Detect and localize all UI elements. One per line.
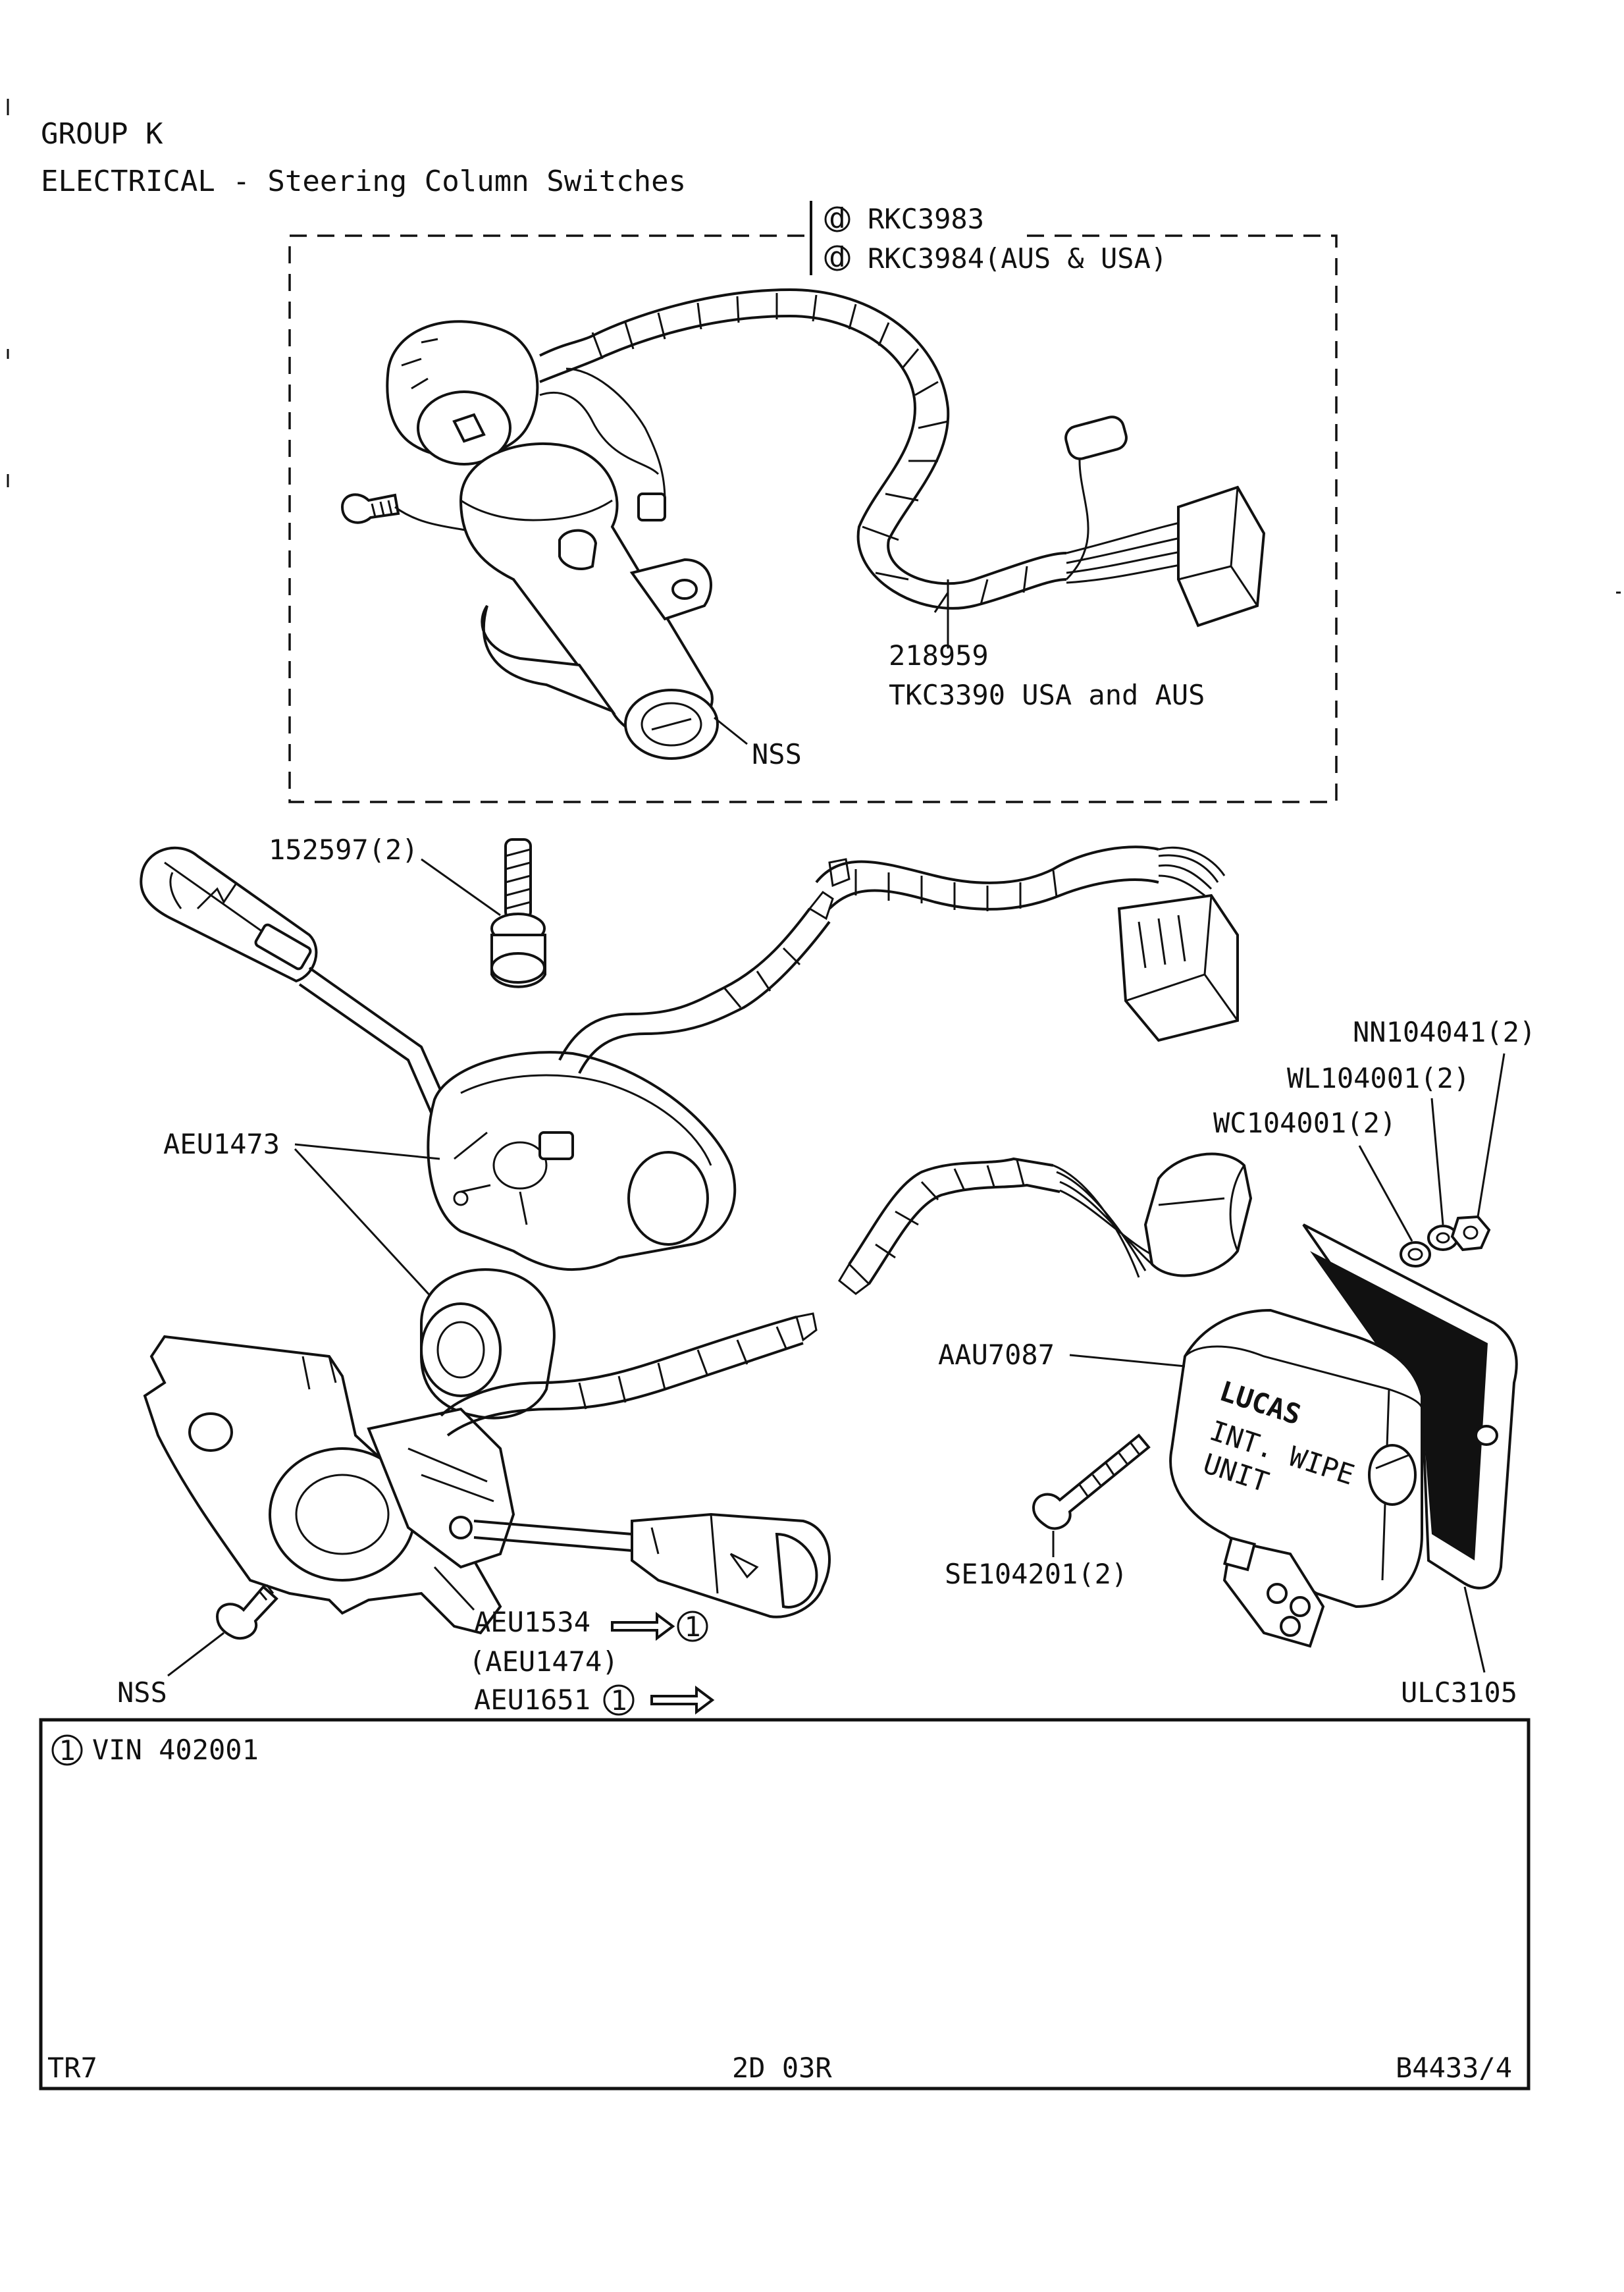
kit-aus-callout: d RKC3984(AUS & USA) (824, 241, 1167, 275)
kit-std-label: RKC3983 (868, 203, 984, 235)
kit-symbol: d (829, 202, 845, 234)
vin-marker: 1 (59, 1734, 75, 1767)
screw-callout: SE104201(2) (945, 1531, 1128, 1590)
group-label: GROUP K (41, 117, 163, 151)
steering-lock-illustration (340, 288, 1266, 760)
nss-lock-label: NSS (752, 738, 802, 770)
switch-callout: AEU1473 (163, 1128, 440, 1302)
page-code: 2D 03R (732, 2052, 832, 2084)
wipe-unit-illustration: LUCAS INT. WIPE UNIT (1032, 1223, 1518, 1648)
spring-washer-callout: WL104001(2) (1287, 1062, 1470, 1225)
bolt-callout: 152597(2) (269, 834, 501, 917)
screw-label: SE104201(2) (945, 1558, 1128, 1590)
model-label: TR7 (47, 2052, 97, 2084)
kit-symbol: d (829, 241, 845, 273)
nss-screw-label: NSS (117, 1676, 167, 1709)
footer: TR7 2D 03R B4433/4 (47, 2052, 1512, 2084)
kit-box (288, 201, 1338, 803)
nss-screw-callout: NSS (117, 1632, 224, 1709)
bolt-illustration (490, 838, 546, 988)
relay-plate-label: ULC3105 (1401, 1676, 1517, 1709)
switch-label: AEU1473 (163, 1128, 280, 1160)
kit-aus-usa-label: RKC3984(AUS & USA) (868, 242, 1167, 275)
wiper-switch-alt-label: (AEU1474) (469, 1645, 619, 1678)
kit-std-callout: d RKC3983 (824, 202, 984, 235)
circle-marker: 1 (610, 1684, 627, 1717)
relay-plate-callout: ULC3105 (1401, 1586, 1517, 1709)
lock-ref-callout: 218959 TKC3390 USA and AUS (889, 579, 1205, 711)
lock-ref-usa-label: TKC3390 USA and AUS (889, 679, 1205, 711)
wipe-unit-label: AAU7087 (938, 1339, 1055, 1371)
wiper-switch-illustration (143, 1152, 1253, 1640)
wipe-unit-callout: AAU7087 (938, 1339, 1186, 1371)
wiper-switch-callout: AEU1534 1 (AEU1474) AEU1651 1 (433, 1566, 715, 1717)
nut-callout: NN104041(2) (1353, 1016, 1536, 1217)
vin-note: VIN 402001 (92, 1734, 259, 1766)
lock-ref-label: 218959 (889, 639, 989, 672)
spring-washer-label: WL104001(2) (1287, 1062, 1470, 1094)
circle-marker: 1 (684, 1611, 700, 1643)
ref-label: B4433/4 (1396, 2052, 1512, 2084)
wiper-switch-label: AEU1534 (474, 1606, 590, 1638)
indicator-switch-illustration (140, 845, 1239, 1271)
notes-box: 1 VIN 402001 (39, 1718, 1531, 2091)
nss-lock-callout: NSS (714, 716, 802, 770)
bolt-label: 152597(2) (269, 834, 419, 866)
wiper-switch-new-label: AEU1651 (474, 1684, 590, 1716)
fixings-illustration (1400, 1215, 1491, 1267)
page-title: ELECTRICAL - Steering Column Switches (41, 165, 686, 198)
plain-washer-label: WC104001(2) (1213, 1107, 1396, 1139)
plain-washer-callout: WC104001(2) (1213, 1107, 1413, 1242)
margin-marks (7, 99, 1621, 594)
nut-label: NN104041(2) (1353, 1016, 1536, 1048)
